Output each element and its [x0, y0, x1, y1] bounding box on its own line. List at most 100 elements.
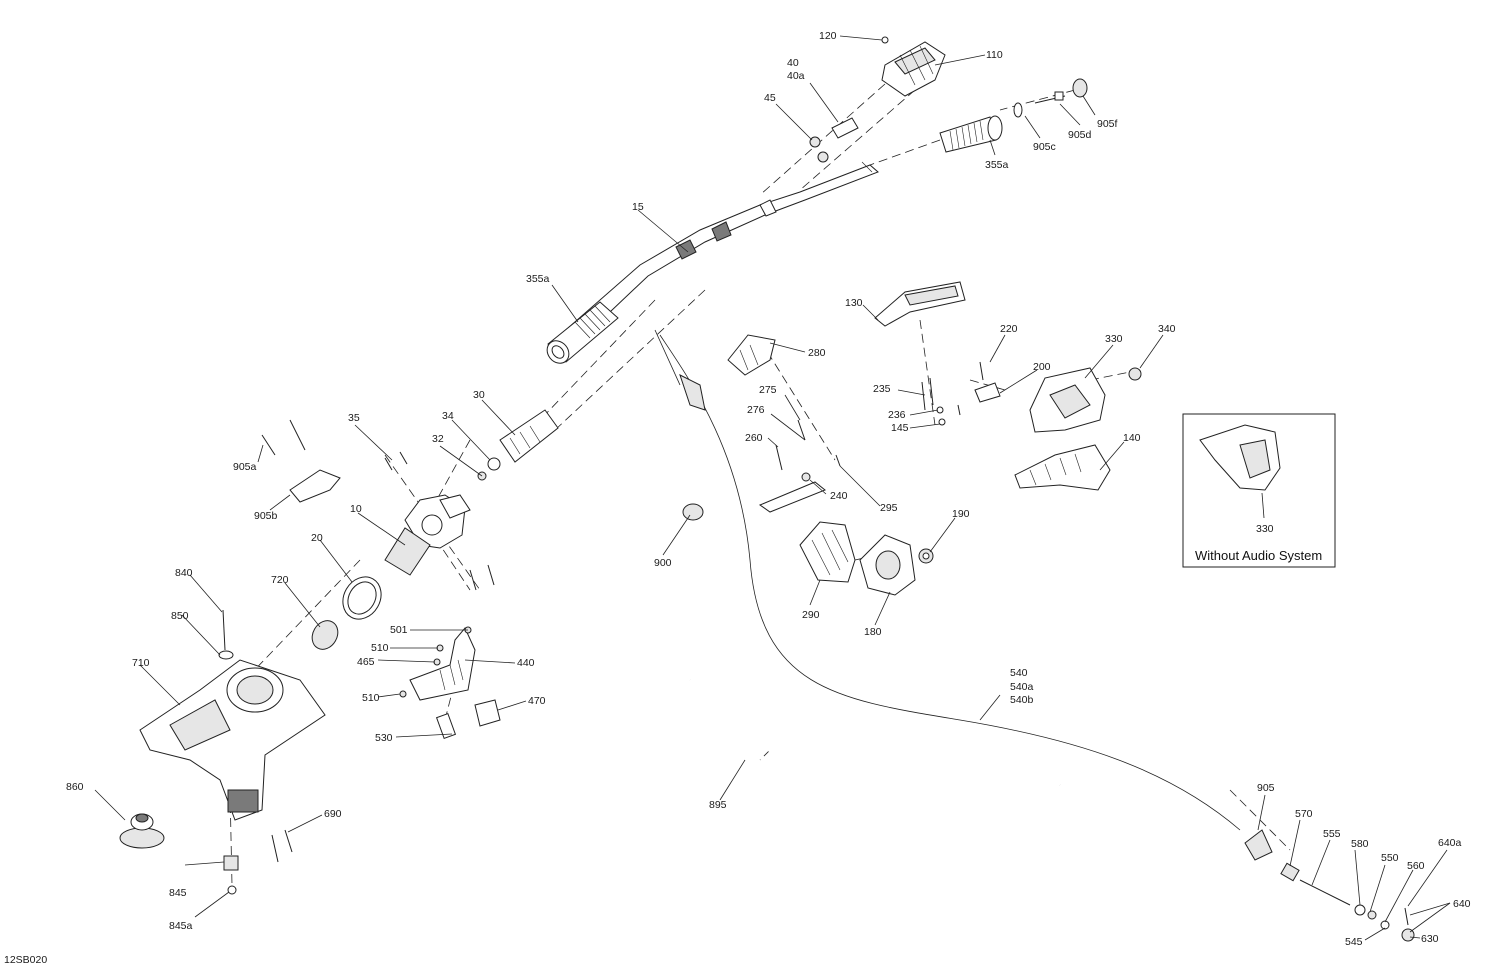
- cover-part-180: [859, 534, 916, 596]
- label-630: 630: [1421, 933, 1439, 945]
- knob-part-340: [1128, 367, 1142, 381]
- label-905f: 905f: [1097, 118, 1118, 130]
- washer-part-34: [487, 457, 501, 471]
- sensor-part-470: [474, 699, 501, 727]
- label-470: 470: [528, 695, 546, 707]
- screws-part-35: [384, 451, 495, 591]
- label-30: 30: [473, 389, 485, 401]
- diagram-code: 12SB020: [4, 954, 47, 966]
- inset-part-label: 330: [1256, 523, 1274, 535]
- label-530: 530: [375, 732, 393, 744]
- label-895: 895: [709, 799, 727, 811]
- grommet-part-860: [119, 813, 165, 849]
- bracket-part-280: [727, 334, 776, 376]
- label-540a: 540a: [1010, 681, 1034, 693]
- label-850: 850: [171, 610, 189, 622]
- label-905d: 905d: [1068, 129, 1092, 141]
- label-290: 290: [802, 609, 820, 621]
- bolt-part-530: [435, 712, 457, 740]
- label-540: 540: [1010, 667, 1028, 679]
- switch-part-200: [974, 361, 1001, 403]
- label-40a: 40a: [787, 70, 805, 82]
- label-905: 905: [1257, 782, 1275, 794]
- bracket-part-40: [809, 117, 859, 163]
- label-905a: 905a: [233, 461, 257, 473]
- boot-part-720: [311, 620, 339, 650]
- inset-without-audio-system: 330 Without Audio System: [1182, 413, 1336, 568]
- ring-part-20: [342, 576, 382, 620]
- label-545: 545: [1345, 936, 1363, 948]
- label-355a-grip: 355a: [526, 273, 550, 285]
- label-145: 145: [891, 422, 909, 434]
- label-20: 20: [311, 532, 323, 544]
- label-845: 845: [169, 887, 187, 899]
- label-640a: 640a: [1438, 837, 1462, 849]
- label-280: 280: [808, 347, 826, 359]
- label-570: 570: [1295, 808, 1313, 820]
- label-276: 276: [747, 404, 765, 416]
- label-45: 45: [764, 92, 776, 104]
- column-housing-part-10: [384, 494, 471, 576]
- label-330: 330: [1105, 333, 1123, 345]
- label-900: 900: [654, 557, 672, 569]
- label-905b: 905b: [254, 510, 278, 522]
- label-720: 720: [271, 574, 289, 586]
- left-grip-part-355a: [546, 301, 619, 364]
- base-part-140: [1014, 444, 1111, 491]
- label-440: 440: [517, 657, 535, 669]
- label-510-upper: 510: [371, 642, 389, 654]
- label-710: 710: [132, 657, 150, 669]
- label-32: 32: [432, 433, 444, 445]
- label-15: 15: [632, 201, 644, 213]
- label-120: 120: [819, 30, 837, 42]
- part-labels: 120 110 40 40a 45 905f 905d 905c 355a 15…: [66, 30, 1471, 948]
- knob-part-190: [918, 548, 934, 564]
- label-220: 220: [1000, 323, 1018, 335]
- cable-part-540: [654, 329, 1241, 831]
- label-690: 690: [324, 808, 342, 820]
- label-465: 465: [357, 656, 375, 668]
- pedestal-part-710: [139, 609, 326, 821]
- label-275: 275: [759, 384, 777, 396]
- label-34: 34: [442, 410, 454, 422]
- inset-caption: Without Audio System: [1195, 548, 1322, 563]
- label-130: 130: [845, 297, 863, 309]
- label-10: 10: [350, 503, 362, 515]
- label-200: 200: [1033, 361, 1051, 373]
- label-550: 550: [1381, 852, 1399, 864]
- label-260: 260: [745, 432, 763, 444]
- switch-housing-part-130: [874, 281, 966, 327]
- label-540b: 540b: [1010, 694, 1034, 706]
- label-640: 640: [1453, 898, 1471, 910]
- label-35: 35: [348, 412, 360, 424]
- lever-part-240: [758, 419, 841, 513]
- label-845a: 845a: [169, 920, 193, 932]
- tube-part-895: [686, 679, 1062, 789]
- label-840: 840: [175, 567, 193, 579]
- lever-part-440: [399, 626, 476, 701]
- steering-column-part-30: [499, 409, 559, 463]
- label-295: 295: [880, 502, 898, 514]
- sleeve-part-905: [1244, 829, 1273, 861]
- label-235: 235: [873, 383, 891, 395]
- label-190: 190: [952, 508, 970, 520]
- label-40: 40: [787, 57, 799, 69]
- label-501: 501: [390, 624, 408, 636]
- label-510-lower: 510: [362, 692, 380, 704]
- label-860: 860: [66, 781, 84, 793]
- cover-part-905b: [261, 419, 341, 503]
- right-grip-part-355a: [939, 115, 1003, 153]
- label-905c: 905c: [1033, 141, 1056, 153]
- handlebar-part-15: [559, 161, 879, 349]
- upper-clamp-part-110: [881, 36, 946, 97]
- label-340: 340: [1158, 323, 1176, 335]
- label-236: 236: [888, 409, 906, 421]
- switch-body-part-290: [799, 521, 856, 583]
- end-cap-hardware: [1013, 78, 1088, 118]
- cover-part-330: [1029, 367, 1106, 433]
- label-555: 555: [1323, 828, 1341, 840]
- label-560: 560: [1407, 860, 1425, 872]
- screws-part-690: [271, 829, 293, 863]
